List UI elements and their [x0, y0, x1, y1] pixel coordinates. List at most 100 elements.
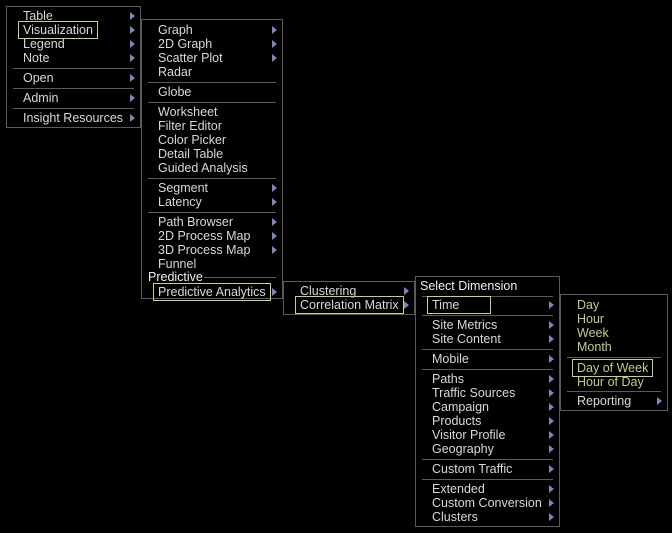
chevron-right-icon — [272, 198, 277, 206]
chevron-right-icon — [272, 288, 277, 296]
menu-item-geography[interactable]: Geography — [416, 442, 559, 456]
menu-item-predictive-analytics[interactable]: Predictive Analytics — [142, 283, 282, 301]
menu-item-color-picker[interactable]: Color Picker — [158, 133, 227, 147]
chevron-right-icon — [130, 26, 135, 34]
chevron-right-icon — [657, 397, 662, 405]
select-dimension-header: Select Dimension — [420, 279, 518, 293]
menu-item-correlation-matrix[interactable]: Correlation Matrix — [284, 296, 414, 314]
menu-item-day[interactable]: Day — [577, 298, 600, 312]
menu-item-day-of-week[interactable]: Day of Week — [561, 359, 667, 377]
visualization-submenu: Graph 2D Graph Scatter Plot Radar Globe … — [141, 19, 283, 301]
chevron-right-icon — [272, 54, 277, 62]
menu-item-time[interactable]: Time — [416, 296, 559, 314]
separator — [422, 459, 553, 460]
separator — [148, 102, 276, 103]
menu-item-worksheet[interactable]: Worksheet — [158, 105, 218, 119]
separator — [204, 277, 276, 278]
separator — [422, 479, 553, 480]
menu-item-clustering[interactable]: Clustering — [284, 284, 414, 298]
chevron-right-icon — [130, 12, 135, 20]
separator — [13, 108, 134, 109]
chevron-right-icon — [272, 218, 277, 226]
separator — [148, 178, 276, 179]
menu-item-visualization[interactable]: Visualization — [7, 21, 140, 39]
menu-item-2d-graph[interactable]: 2D Graph — [142, 37, 282, 51]
menu-item-clusters[interactable]: Clusters — [416, 510, 559, 524]
menu-item-scatter-plot[interactable]: Scatter Plot — [142, 51, 282, 65]
separator — [567, 391, 661, 392]
separator — [13, 68, 134, 69]
chevron-right-icon — [404, 287, 409, 295]
chevron-right-icon — [549, 485, 554, 493]
separator — [422, 296, 553, 297]
separator — [148, 212, 276, 213]
menu-item-globe[interactable]: Globe — [158, 85, 192, 99]
chevron-right-icon — [549, 513, 554, 521]
main-menu: Table Visualization Legend Note Open Adm… — [6, 6, 141, 128]
chevron-right-icon — [549, 417, 554, 425]
chevron-right-icon — [549, 445, 554, 453]
menu-item-mobile[interactable]: Mobile — [416, 352, 559, 366]
menu-item-2d-process-map[interactable]: 2D Process Map — [142, 229, 282, 243]
menu-item-insight-resources[interactable]: Insight Resources — [7, 111, 140, 125]
menu-item-visitor-profile[interactable]: Visitor Profile — [416, 428, 559, 442]
chevron-right-icon — [272, 26, 277, 34]
predictive-group-label: Predictive — [148, 270, 203, 284]
menu-item-detail-table[interactable]: Detail Table — [158, 147, 224, 161]
chevron-right-icon — [549, 403, 554, 411]
menu-item-hour-of-day[interactable]: Hour of Day — [577, 375, 644, 389]
menu-item-site-metrics[interactable]: Site Metrics — [416, 318, 559, 332]
menu-item-extended[interactable]: Extended — [416, 482, 559, 496]
chevron-right-icon — [549, 375, 554, 383]
menu-item-open[interactable]: Open — [7, 71, 140, 85]
chevron-right-icon — [404, 301, 409, 309]
chevron-right-icon — [272, 184, 277, 192]
chevron-right-icon — [272, 40, 277, 48]
chevron-right-icon — [272, 246, 277, 254]
menu-item-segment[interactable]: Segment — [142, 181, 282, 195]
menu-item-site-content[interactable]: Site Content — [416, 332, 559, 346]
menu-item-campaign[interactable]: Campaign — [416, 400, 559, 414]
menu-item-hour[interactable]: Hour — [577, 312, 605, 326]
menu-item-funnel[interactable]: Funnel — [158, 257, 197, 271]
menu-item-graph[interactable]: Graph — [142, 23, 282, 37]
menu-item-month[interactable]: Month — [577, 340, 612, 354]
menu-item-custom-conversion[interactable]: Custom Conversion — [416, 496, 559, 510]
separator — [422, 349, 553, 350]
chevron-right-icon — [130, 94, 135, 102]
menu-item-3d-process-map[interactable]: 3D Process Map — [142, 243, 282, 257]
predictive-analytics-submenu: Clustering Correlation Matrix — [283, 281, 415, 315]
menu-item-traffic-sources[interactable]: Traffic Sources — [416, 386, 559, 400]
chevron-right-icon — [130, 74, 135, 82]
chevron-right-icon — [549, 335, 554, 343]
chevron-right-icon — [549, 465, 554, 473]
menu-item-legend[interactable]: Legend — [7, 37, 140, 51]
menu-item-paths[interactable]: Paths — [416, 372, 559, 386]
menu-item-reporting[interactable]: Reporting — [561, 394, 667, 408]
menu-item-admin[interactable]: Admin — [7, 91, 140, 105]
menu-item-guided-analysis[interactable]: Guided Analysis — [158, 161, 248, 175]
chevron-right-icon — [130, 54, 135, 62]
menu-item-filter-editor[interactable]: Filter Editor — [158, 119, 222, 133]
menu-item-products[interactable]: Products — [416, 414, 559, 428]
chevron-right-icon — [130, 114, 135, 122]
separator — [422, 369, 553, 370]
menu-item-latency[interactable]: Latency — [142, 195, 282, 209]
separator — [13, 88, 134, 89]
chevron-right-icon — [549, 431, 554, 439]
separator — [148, 82, 276, 83]
chevron-right-icon — [549, 355, 554, 363]
menu-item-custom-traffic[interactable]: Custom Traffic — [416, 462, 559, 476]
menu-item-radar[interactable]: Radar — [158, 65, 193, 79]
chevron-right-icon — [549, 389, 554, 397]
menu-item-table[interactable]: Table — [7, 9, 140, 23]
chevron-right-icon — [549, 321, 554, 329]
chevron-right-icon — [272, 232, 277, 240]
separator — [567, 357, 661, 358]
menu-item-path-browser[interactable]: Path Browser — [142, 215, 282, 229]
menu-item-note[interactable]: Note — [7, 51, 140, 65]
chevron-right-icon — [549, 499, 554, 507]
select-dimension-submenu: Select Dimension Time Site Metrics Site … — [415, 276, 560, 527]
menu-item-week[interactable]: Week — [577, 326, 609, 340]
chevron-right-icon — [549, 301, 554, 309]
